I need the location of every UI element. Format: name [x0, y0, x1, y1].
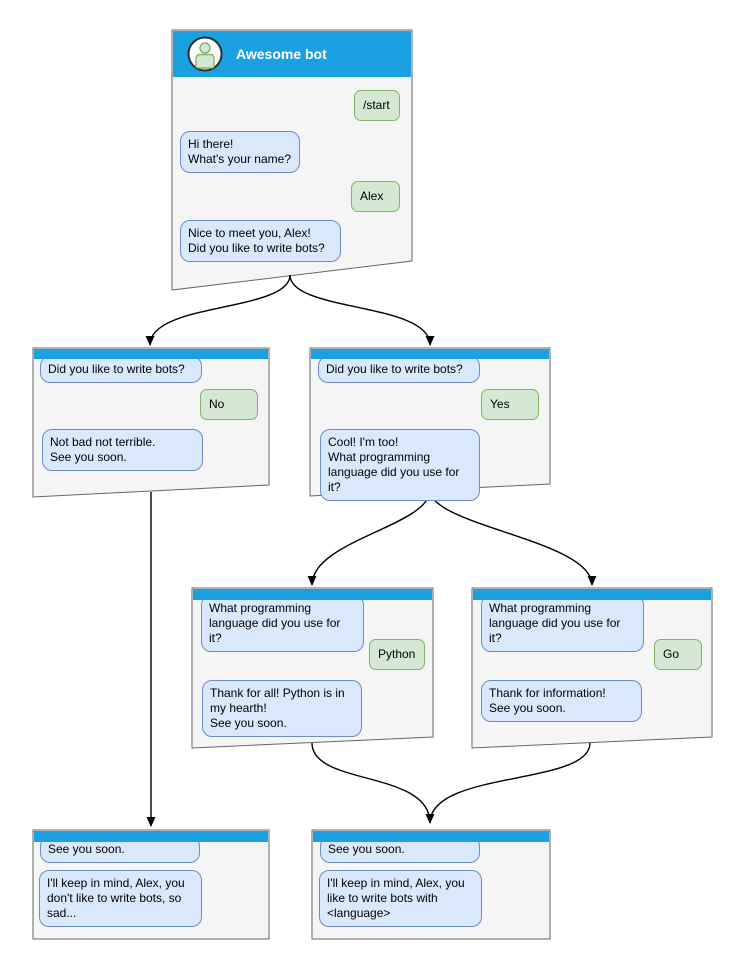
chat-window-header — [313, 831, 549, 842]
edge-yes-to-python — [307, 489, 431, 586]
bot-message-bubble: I'll keep in mind, Alex, you don't like … — [39, 870, 202, 927]
chat-window-header — [473, 589, 711, 600]
chat-window-title: Awesome bot — [236, 46, 327, 62]
user-message-bubble: /start — [354, 90, 400, 121]
chat-window-header — [34, 349, 268, 359]
user-message-bubble: Yes — [481, 389, 539, 420]
edge-python-to-end — [311, 742, 435, 824]
bot-message-bubble: Not bad not terrible. See you soon. — [42, 429, 203, 471]
person-icon — [187, 36, 223, 72]
edge-go-to-end — [429, 742, 591, 824]
bot-message-bubble: Nice to meet you, Alex! Did you like to … — [180, 220, 341, 262]
bot-message-bubble: Did you like to write bots? — [318, 356, 480, 383]
bot-message-bubble: Thank for information! See you soon. — [481, 680, 642, 722]
edge-root-to-no — [145, 274, 291, 346]
chat-window-header — [34, 831, 268, 842]
chat-window-header: Awesome bot — [173, 31, 411, 77]
user-message-bubble: Alex — [351, 181, 400, 212]
bot-message-bubble: What programming language did you use fo… — [481, 595, 644, 652]
user-message-bubble: No — [200, 389, 258, 420]
bot-message-bubble: Did you like to write bots? — [40, 356, 202, 383]
bot-message-bubble: I'll keep in mind, Alex, you like to wri… — [319, 870, 482, 927]
bot-message-bubble: Hi there! What's your name? — [180, 131, 300, 173]
chat-window-header — [193, 589, 432, 600]
edge-root-to-yes — [289, 274, 435, 346]
edge-yes-to-go — [429, 489, 597, 586]
bot-message-bubble: Cool! I'm too! What programming language… — [320, 429, 480, 501]
chat-window-header — [311, 349, 549, 359]
bot-message-bubble: Thank for all! Python is in my hearth! S… — [202, 680, 362, 737]
user-message-bubble: Go — [654, 639, 702, 670]
bot-message-bubble: What programming language did you use fo… — [201, 595, 364, 652]
user-message-bubble: Python — [369, 639, 425, 670]
